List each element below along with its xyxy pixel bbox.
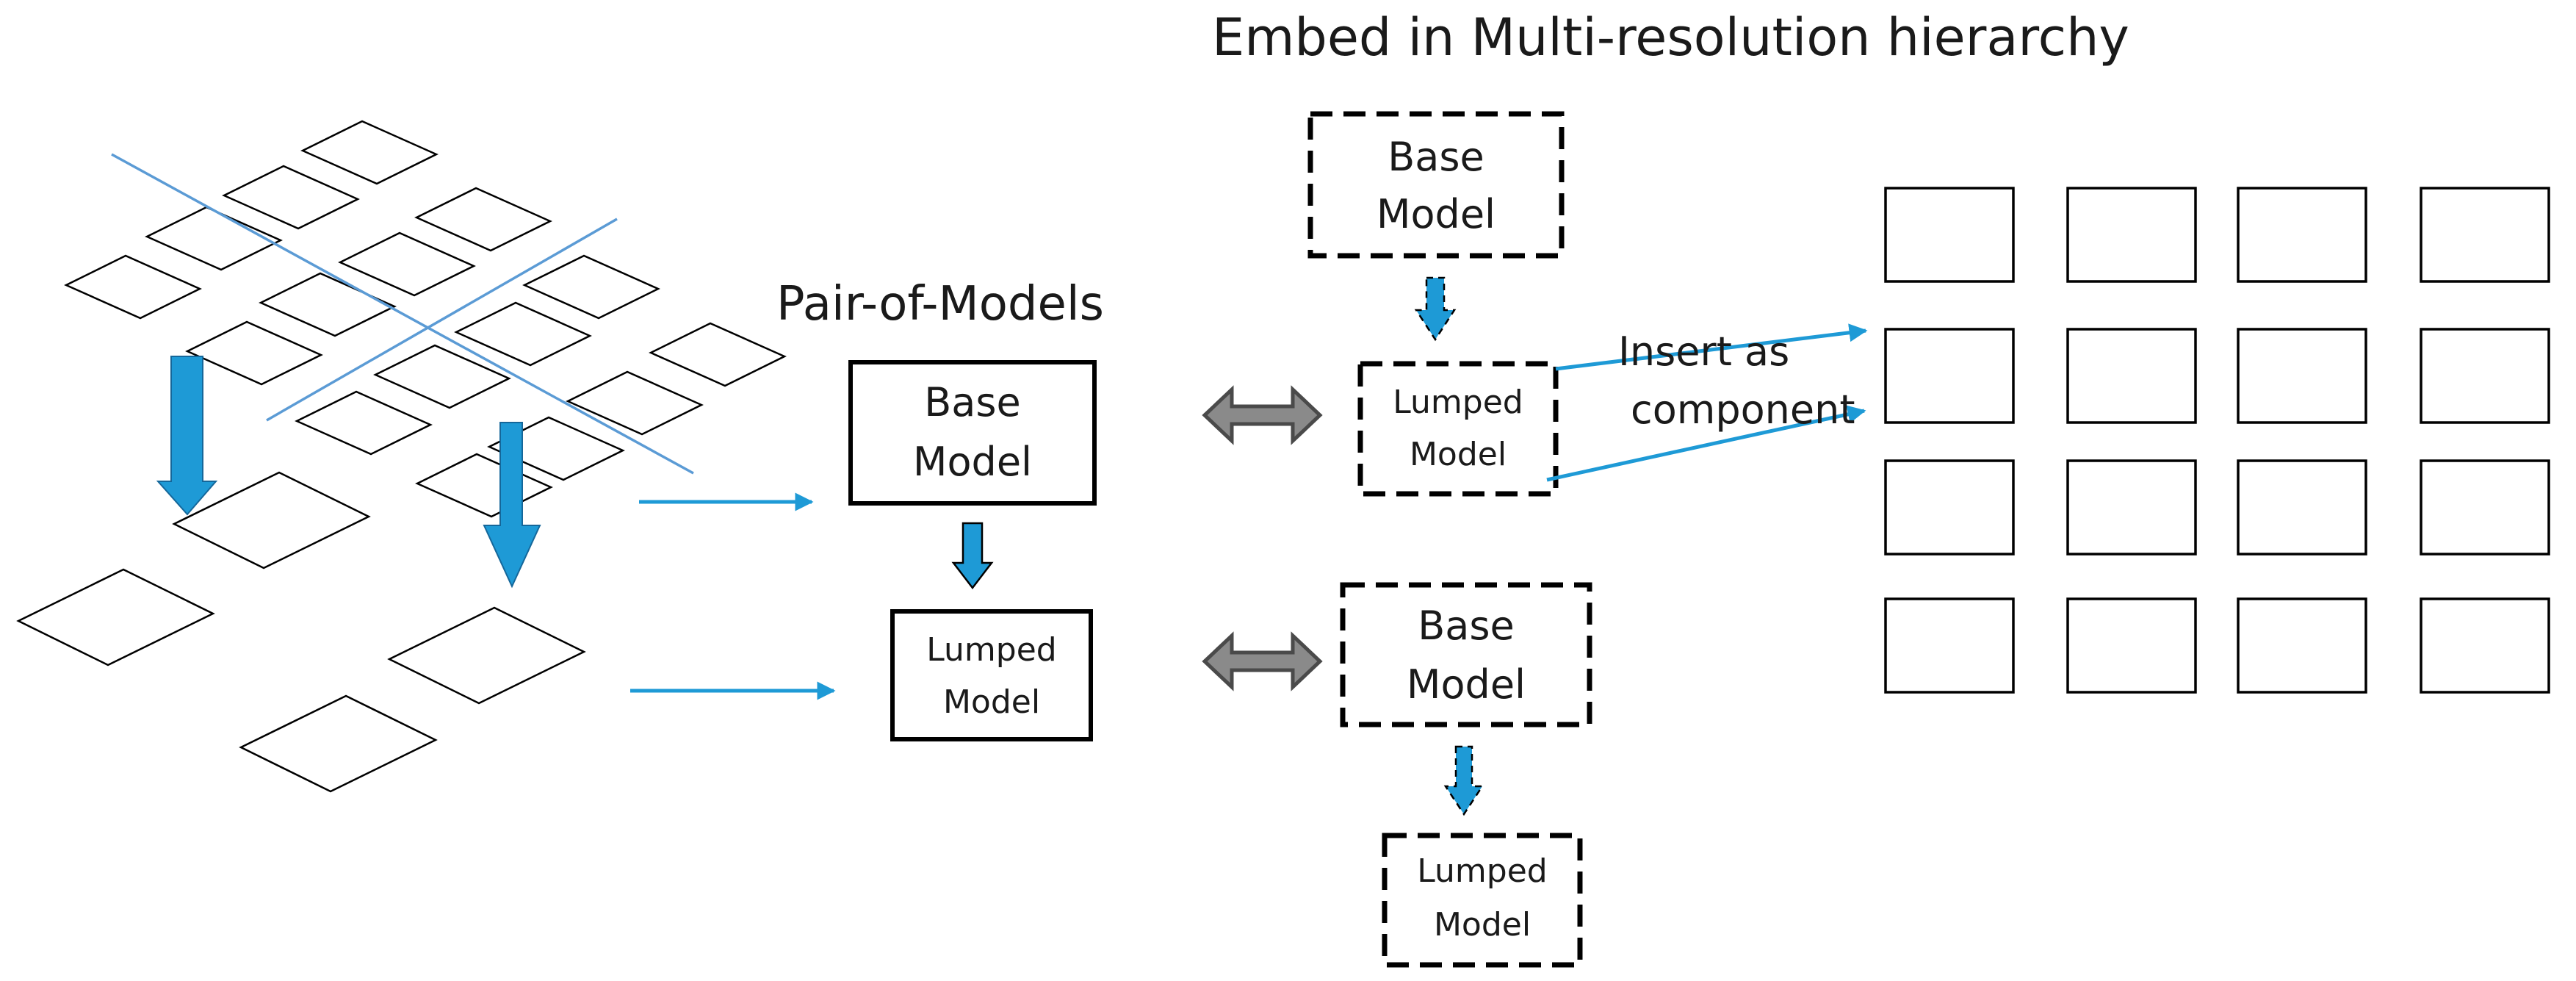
fine-tile [259,272,397,337]
fine-tile [373,344,511,409]
component-grid-cell [2066,328,2197,424]
component-grid-cell [1884,328,2015,424]
fine-tile [338,231,476,297]
coarse-tile [239,694,438,793]
insert-arrow-top [1555,323,1868,371]
top-base-label-1: Base [1388,134,1484,180]
fine-tile [145,206,283,271]
pair-base-label-1: Base [924,379,1021,425]
top-lumped-label-2: Model [1410,436,1507,473]
top-base-model: Base Model [1307,111,1565,259]
aggregation-arrow-left [156,356,218,516]
fine-tile [295,390,433,456]
pair-heading: Pair-of-Models [776,277,1104,331]
component-grid-cell [2420,187,2550,283]
fine-tile [64,254,202,320]
component-grid-cell [2420,597,2550,694]
bottom-base-label-1: Base [1418,603,1515,649]
insert-label-2: component [1631,387,1855,433]
top-base-label-2: Model [1377,191,1496,237]
bottom-lumped-model: Lumped Model [1382,833,1583,968]
fine-tile [222,165,360,230]
coarse-tile [16,568,215,666]
fine-tile [522,254,660,320]
pair-base-label-2: Model [913,439,1032,485]
fine-tile [649,322,787,387]
top-lumped-model: Lumped Model [1357,361,1559,497]
top-lumped-label-1: Lumped [1393,384,1523,421]
partition-line [111,153,694,475]
component-grid-cell [2066,597,2197,694]
fine-tile-grid [64,120,787,518]
component-grid-cell [1884,187,2015,283]
component-grid [1884,187,2550,694]
pair-lumped-label-1: Lumped [926,631,1056,669]
pair-lumped-label-2: Model [943,683,1040,721]
pair-down-arrow [951,522,994,590]
component-grid-cell [2237,328,2367,424]
bottom-lumped-label-2: Model [1434,906,1531,944]
fine-tile [566,370,704,436]
component-grid-cell [1884,459,2015,556]
component-grid-cell [2066,187,2197,283]
insert-label-1: Insert as [1618,328,1789,375]
component-grid-cell [1884,597,2015,694]
coarse-tile [172,471,371,569]
component-grid-cell [2420,459,2550,556]
component-grid-cell [2066,459,2197,556]
diagram-title: Embed in Multi-resolution hierarchy [1212,7,2129,68]
fine-tile [414,187,552,252]
double-arrow-top [1202,385,1323,445]
bottom-base-model: Base Model [1340,582,1592,727]
bottom-down-arrow [1443,745,1484,816]
bottom-base-label-2: Model [1407,661,1526,708]
fine-tile [454,301,592,367]
coarse-tiles [16,471,586,793]
top-down-arrow [1414,276,1457,342]
fine-tile [300,120,439,185]
component-grid-cell [2237,187,2367,283]
pair-lumped-model: Lumped Model [890,609,1093,741]
component-grid-cell [2420,328,2550,424]
double-arrow-bottom [1202,631,1323,691]
component-grid-cell [2237,597,2367,694]
bottom-lumped-label-1: Lumped [1417,852,1547,890]
insert-arrow-bottom [1546,405,1866,482]
pair-base-model: Base Model [848,360,1097,506]
aggregation-arrow-right [483,422,541,589]
component-grid-cell [2237,459,2367,556]
fine-tile [185,320,323,386]
partition-line [266,218,618,422]
coarse-tile [387,606,586,705]
